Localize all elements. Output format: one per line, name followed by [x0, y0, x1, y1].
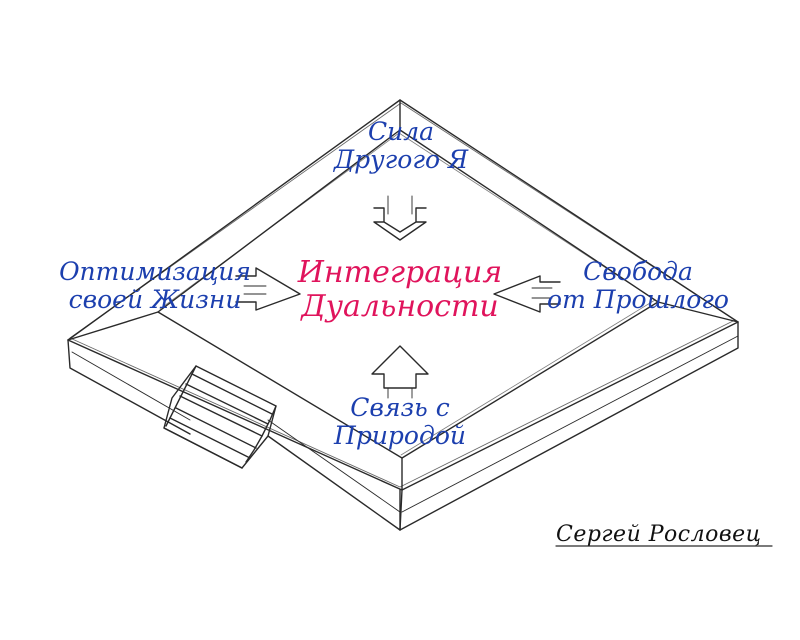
label-top-line1: Сила: [367, 117, 435, 146]
author-signature: Сергей Рословец: [556, 522, 762, 547]
arrow-top-down: [373, 207, 427, 241]
label-bottom: Связь с Природой: [310, 394, 490, 450]
arrow-left-right: [235, 267, 301, 311]
label-left-line1: Оптимизация: [59, 257, 251, 286]
label-right: Свобода от Прошлого: [538, 258, 738, 314]
label-left: Оптимизация своей Жизни: [50, 258, 260, 314]
label-center: Интеграция Дуальности: [280, 256, 520, 323]
label-right-line1: Свобода: [583, 257, 693, 286]
label-center-line2: Дуальности: [301, 288, 499, 324]
arrow-right-left: [493, 275, 561, 313]
label-bottom-line1: Связь с: [350, 393, 450, 422]
stairs-sketch: [163, 365, 277, 469]
arrow-bottom-up: [371, 345, 429, 389]
label-top: Сила Другого Я: [316, 118, 486, 174]
label-left-line2: своей Жизни: [68, 285, 242, 314]
label-bottom-line2: Природой: [334, 421, 466, 450]
label-top-line2: Другого Я: [333, 145, 469, 174]
platform-side-right: [399, 321, 739, 531]
label-right-line2: от Прошлого: [547, 285, 729, 314]
label-center-line1: Интеграция: [297, 255, 503, 290]
